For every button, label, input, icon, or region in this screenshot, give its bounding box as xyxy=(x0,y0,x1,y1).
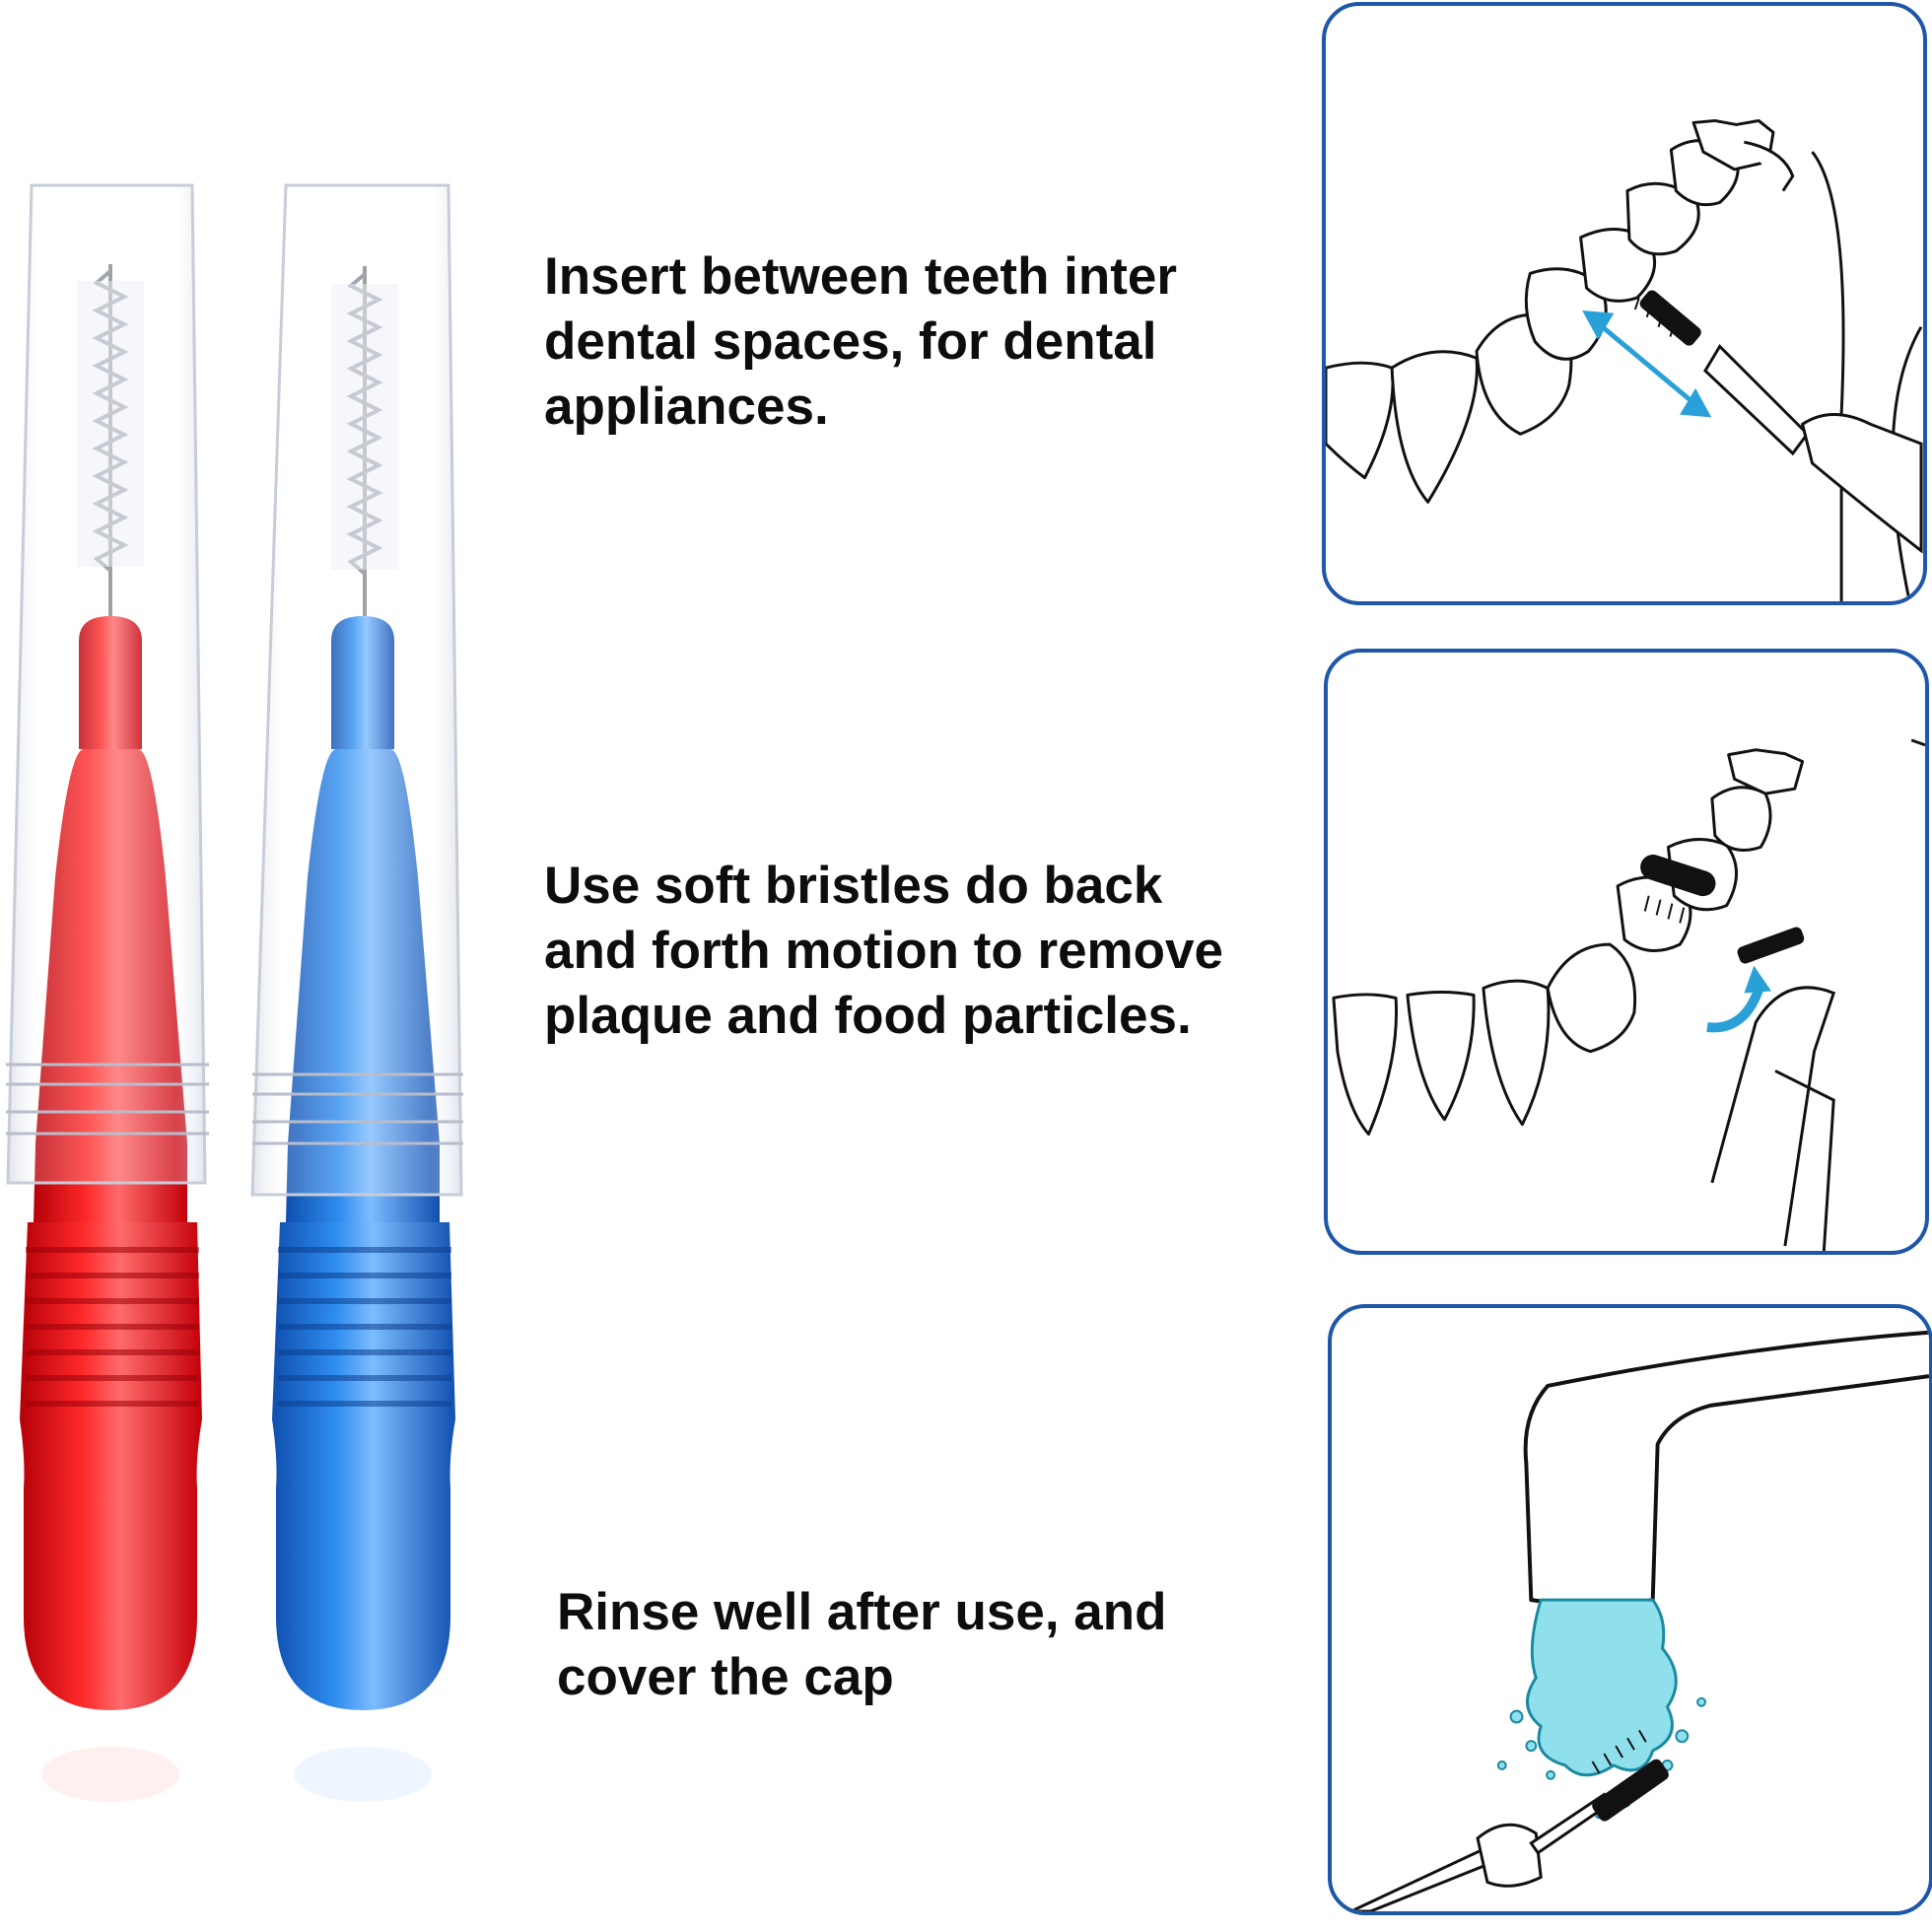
double-arrow-icon xyxy=(1582,310,1712,418)
interdental-brush-insert-illustration-icon xyxy=(1326,118,1923,601)
blue-brush xyxy=(250,183,463,1802)
step-3-panel xyxy=(1328,1304,1932,1915)
step-2-line-2: and forth motion to remove xyxy=(544,922,1223,980)
step-2-text: Use soft bristles do back and forth moti… xyxy=(544,854,1333,1049)
water-splash-icon xyxy=(1496,1598,1706,1820)
curved-arrow-icon xyxy=(1706,982,1765,1033)
step-1-line-2: dental spaces, for dental xyxy=(544,312,1157,371)
step-1-line-3: appliances. xyxy=(544,378,829,436)
red-brush xyxy=(6,183,209,1802)
step-1-line-1: Insert between teeth inter xyxy=(544,247,1178,306)
rinse-under-faucet-illustration-icon xyxy=(1350,1330,1929,1911)
step-1-text: Insert between teeth inter dental spaces… xyxy=(544,244,1333,440)
step-3-line-1: Rinse well after use, and xyxy=(557,1583,1167,1641)
step-2-line-1: Use soft bristles do back xyxy=(544,857,1163,915)
step-3-line-2: cover the cap xyxy=(557,1648,894,1706)
step-2-line-3: plaque and food particles. xyxy=(544,987,1192,1045)
step-1-panel xyxy=(1322,2,1927,605)
back-forth-brushing-illustration-icon xyxy=(1332,738,1925,1251)
step-2-panel xyxy=(1324,649,1929,1255)
step-3-text: Rinse well after use, and cover the cap xyxy=(557,1580,1346,1710)
product-illustration xyxy=(6,183,463,1802)
